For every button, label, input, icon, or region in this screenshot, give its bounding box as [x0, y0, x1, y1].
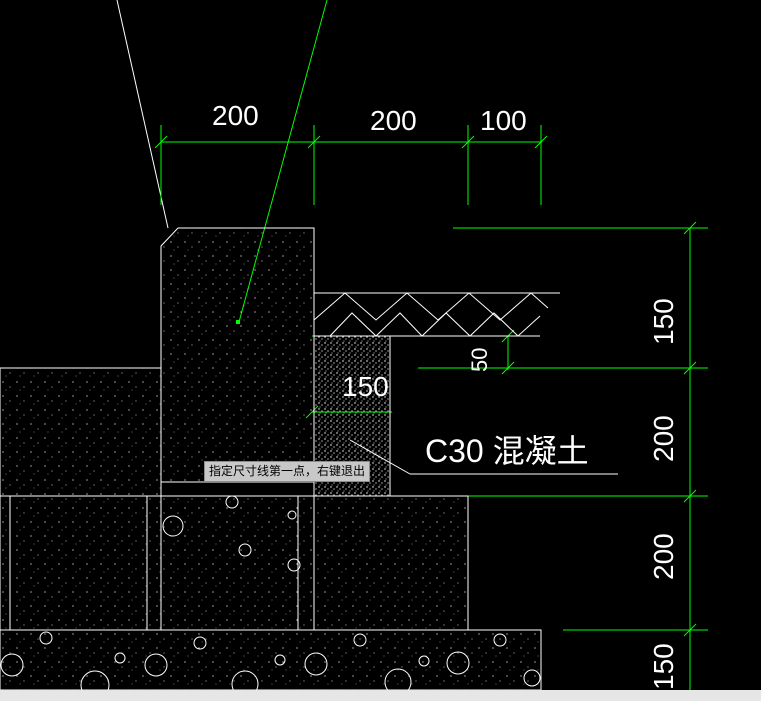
leader-line-white [116, 0, 169, 229]
material-label: C30 混凝土 [425, 433, 589, 469]
bottom-strip [0, 690, 761, 701]
top-dimension-chain [154, 125, 548, 205]
sub-base-layer [0, 481, 469, 631]
left-base-block [0, 367, 162, 497]
dim-inner-50: 50 [467, 348, 492, 372]
aggregate-base-layer [0, 629, 542, 691]
material-leader-line [349, 439, 411, 475]
gravel-symbols [162, 495, 301, 572]
dim-right-200-a: 200 [648, 415, 679, 462]
dim-top-200-a: 200 [212, 100, 259, 131]
dim-top-100: 100 [480, 105, 527, 136]
command-prompt-tooltip: 指定尺寸线第一点，右键退出 [204, 461, 371, 482]
dim-right-150-b: 150 [648, 643, 679, 690]
curb-block [160, 227, 315, 483]
dim-right-150-a: 150 [648, 298, 679, 345]
dim-right-200-b: 200 [648, 533, 679, 580]
hatched-surface-layer [313, 292, 560, 337]
dim-top-200-b: 200 [370, 105, 417, 136]
